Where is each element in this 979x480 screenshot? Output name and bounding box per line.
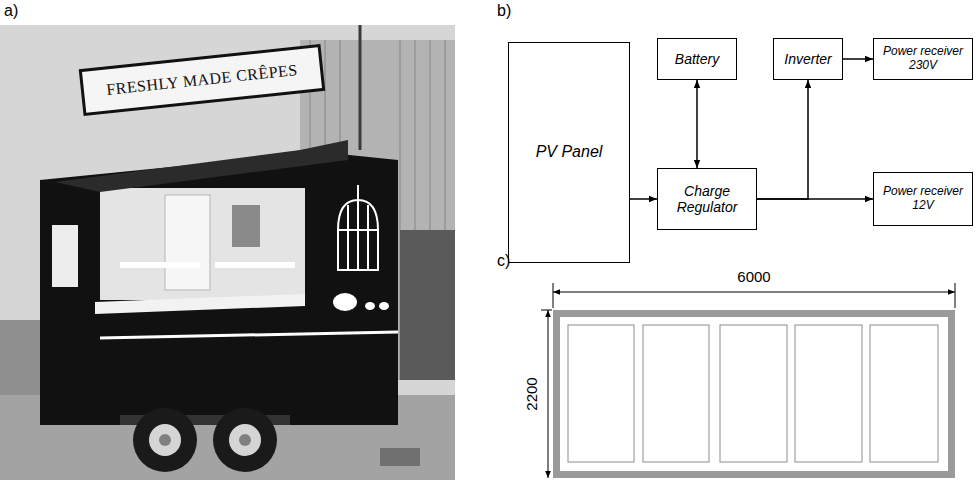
sign-board — [80, 46, 323, 115]
pv-modules — [568, 325, 938, 462]
process-box: Power receiver 12V — [873, 172, 973, 226]
process-box: Power receiver 230V — [873, 38, 973, 80]
box-label: Inverter — [784, 51, 831, 67]
panel-letter: a) — [4, 2, 18, 20]
box-label: Power receiver 230V — [879, 45, 967, 73]
box-label: Power receiver 12V — [879, 185, 967, 213]
extension-line — [541, 310, 552, 311]
awning — [55, 140, 348, 192]
photo-sky — [0, 25, 455, 480]
process-box: PV Panel — [508, 42, 630, 263]
panel-letter: c) — [497, 252, 510, 270]
drain-grate — [380, 448, 420, 466]
serving-window — [95, 188, 305, 314]
trailer-body — [40, 152, 398, 425]
panel-letter: b) — [497, 2, 511, 20]
flow-arrow — [843, 58, 873, 60]
process-box: Inverter — [773, 38, 843, 80]
wheels — [133, 408, 277, 472]
flow-arrow — [757, 198, 873, 200]
flow-arrow — [630, 198, 657, 200]
flow-arrow — [696, 80, 698, 168]
box-label: Battery — [675, 51, 719, 67]
awning-pole — [359, 25, 362, 150]
birdcage-decal — [338, 185, 378, 270]
extension-line — [553, 283, 554, 308]
extension-line — [955, 283, 956, 308]
dimension-line — [553, 292, 955, 293]
dimension-label: 6000 — [735, 268, 772, 285]
dimension-line — [548, 310, 549, 478]
roof-frame — [553, 310, 955, 478]
teapot-decal — [333, 293, 389, 311]
process-box: Battery — [657, 38, 737, 80]
body-stripe — [100, 332, 398, 338]
dimension-label: 2200 — [523, 375, 540, 412]
menu-board — [52, 225, 78, 287]
box-label: PV Panel — [536, 143, 603, 161]
box-label: Charge Regulator — [663, 183, 751, 215]
flow-arrow — [757, 80, 808, 199]
process-box: Charge Regulator — [657, 168, 757, 230]
